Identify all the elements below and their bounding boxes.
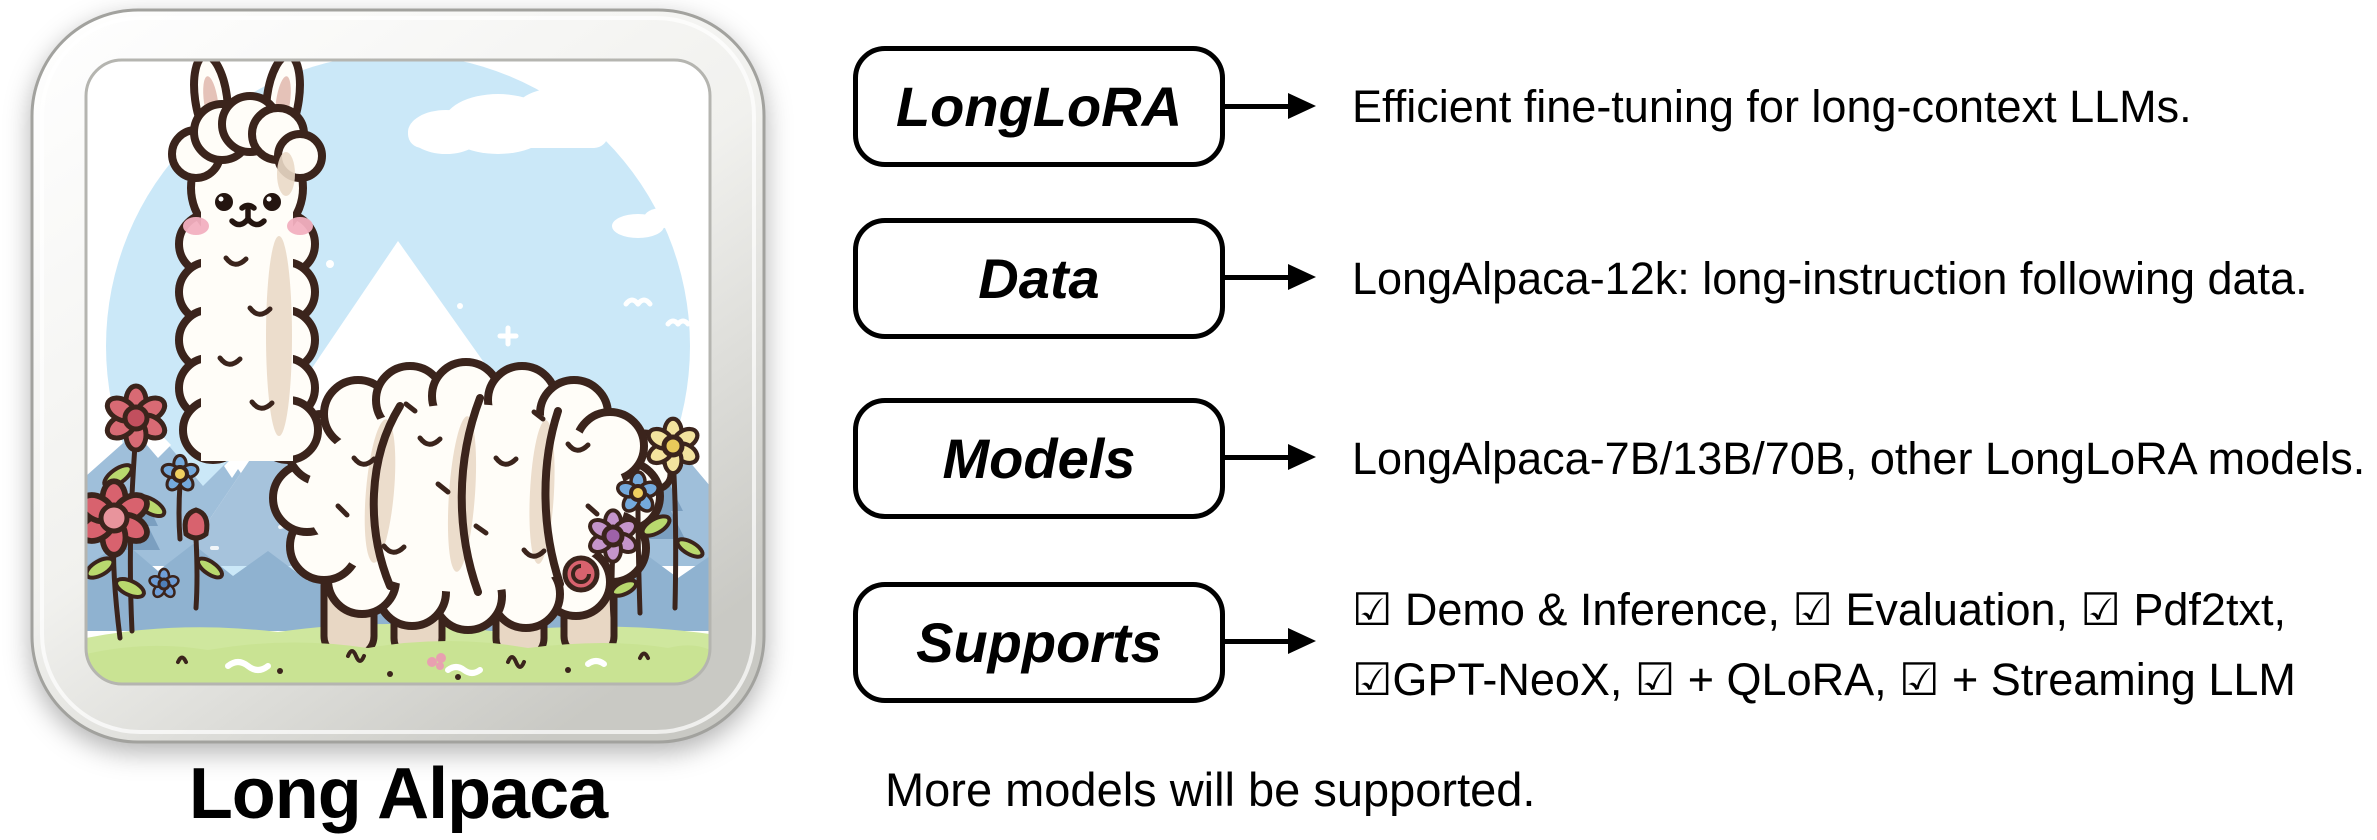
alpaca-face: [183, 193, 313, 235]
feature-box-label: Data: [978, 247, 1100, 310]
long-alpaca-app-icon: [28, 6, 768, 746]
feature-description: LongAlpaca-7B/13B/70B, other LongLoRA mo…: [1352, 432, 2366, 484]
picture-frame-line: [84, 58, 712, 686]
supports-line-2: ☑GPT-NeoX, ☑ + QLoRA, ☑ + Streaming LLM: [1352, 654, 2296, 705]
arrow-connector: [1225, 628, 1316, 654]
feature-box-label: LongLoRA: [895, 75, 1183, 138]
feature-box-supports: Supports: [853, 582, 1225, 703]
feature-box-label: Models: [942, 427, 1136, 490]
arrow-connector: [1225, 444, 1316, 470]
feature-box-longlora: LongLoRA: [853, 46, 1225, 167]
right-flowers: [562, 419, 705, 621]
alpaca: [168, 60, 675, 662]
long-alpaca-illustration: [30, 8, 766, 744]
icon-caption: Long Alpaca: [188, 754, 608, 834]
icon-picture: [86, 60, 710, 684]
feature-box-label: Supports: [916, 611, 1162, 674]
arrow-connector: [1225, 264, 1316, 290]
supports-line-1: ☑ Demo & Inference, ☑ Evaluation, ☑ Pdf2…: [1352, 584, 2286, 635]
footer-note: More models will be supported.: [885, 763, 1536, 816]
feature-description: Efficient fine-tuning for long-context L…: [1352, 80, 2192, 132]
feature-description: LongAlpaca-12k: long-instruction followi…: [1352, 252, 2308, 304]
feature-description-supports: ☑ Demo & Inference, ☑ Evaluation, ☑ Pdf2…: [1352, 575, 2296, 715]
arrow-connector: [1225, 93, 1316, 119]
feature-box-models: Models: [853, 398, 1225, 519]
feature-box-data: Data: [853, 218, 1225, 339]
clouds: [179, 88, 680, 242]
grass-flowers: [427, 653, 446, 670]
left-flowers: [86, 386, 224, 641]
